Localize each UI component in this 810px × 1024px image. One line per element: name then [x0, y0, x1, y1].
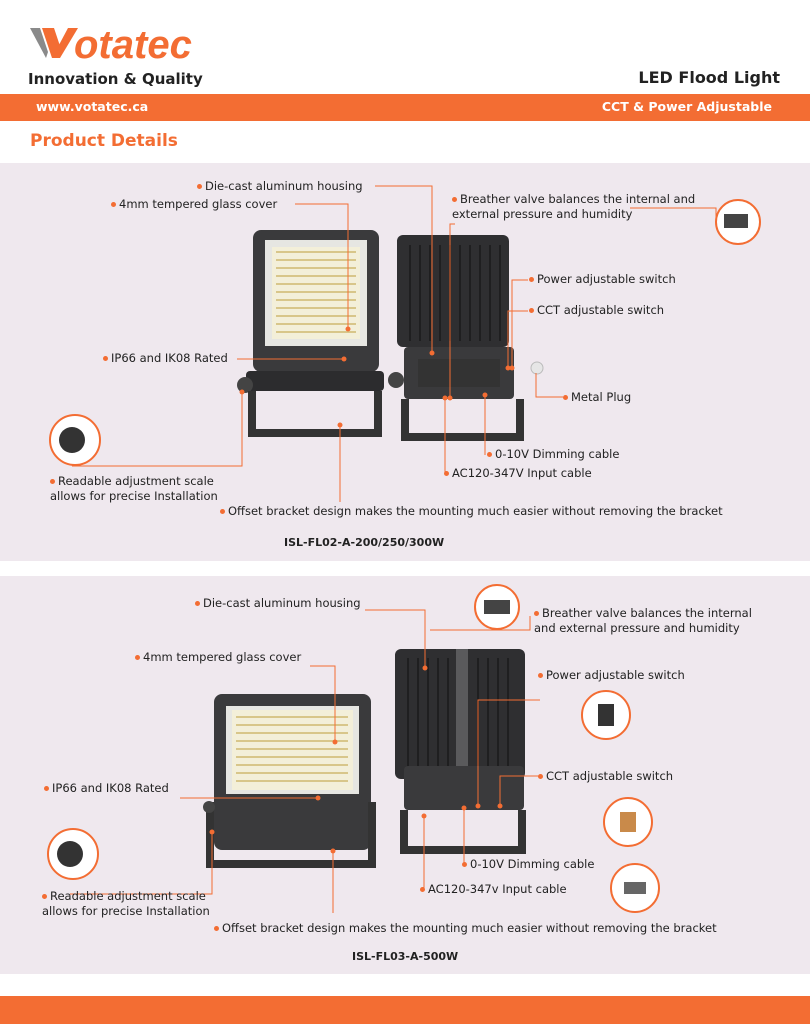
label-ip-rating: IP66 and IK08 Rated — [44, 781, 169, 796]
breather-valve-closeup — [715, 199, 761, 245]
label-offset-bracket: Offset bracket design makes the mounting… — [214, 921, 717, 936]
label-power-switch: Power adjustable switch — [538, 668, 685, 683]
label-offset-bracket: Offset bracket design makes the mounting… — [220, 504, 723, 519]
breather-valve-closeup — [474, 584, 520, 630]
label-metal-plug: Metal Plug — [563, 390, 631, 405]
model-number-1: ISL-FL02-A-200/250/300W — [284, 536, 445, 549]
label-input-cable: AC120-347V Input cable — [444, 466, 592, 481]
label-breather-valve: Breather valve balances the internal and… — [534, 606, 752, 635]
back-floodlight-image — [388, 235, 544, 441]
product-panel-2: Die-cast aluminum housing Breather valve… — [0, 576, 810, 974]
label-input-cable: AC120-347v Input cable — [420, 882, 567, 897]
label-cct-switch: CCT adjustable switch — [529, 303, 664, 318]
product-panel-1: Die-cast aluminum housing 4mm tempered g… — [0, 163, 810, 561]
website-link[interactable]: www.votatec.ca — [36, 99, 149, 114]
label-dimming-cable: 0-10V Dimming cable — [487, 447, 619, 462]
svg-text:otatec: otatec — [74, 23, 192, 64]
product1-illustration — [49, 185, 761, 502]
label-ip-rating: IP66 and IK08 Rated — [103, 351, 228, 366]
input-cable-closeup — [610, 863, 660, 913]
power-switch-closeup — [581, 690, 631, 740]
label-housing: Die-cast aluminum housing — [197, 179, 363, 194]
product2-illustration — [47, 584, 660, 913]
back-floodlight-image — [395, 649, 526, 854]
header-subtitle: CCT & Power Adjustable — [601, 99, 772, 114]
label-glass-cover: 4mm tempered glass cover — [111, 197, 277, 212]
cct-switch-closeup — [603, 797, 653, 847]
footer-bar — [0, 996, 810, 1024]
label-adjustment-scale: Readable adjustment scale allows for pre… — [42, 889, 210, 918]
votatec-logo: otatec — [30, 23, 192, 64]
label-breather-valve: Breather valve balances the internal and… — [452, 192, 696, 221]
brand-tagline: Innovation & Quality — [28, 70, 203, 88]
label-housing: Die-cast aluminum housing — [195, 596, 361, 611]
header-bar: www.votatec.ca CCT & Power Adjustable — [0, 94, 810, 121]
label-glass-cover: 4mm tempered glass cover — [135, 650, 301, 665]
model-number-2: ISL-FL03-A-500W — [352, 950, 459, 963]
label-dimming-cable: 0-10V Dimming cable — [462, 857, 594, 872]
adjustment-scale-closeup — [49, 414, 101, 466]
label-power-switch: Power adjustable switch — [529, 272, 676, 287]
label-adjustment-scale: Readable adjustment scale allows for pre… — [50, 474, 218, 503]
front-floodlight-image — [237, 230, 384, 437]
section-title: Product Details — [30, 131, 178, 151]
document-title: LED Flood Light — [638, 68, 780, 87]
label-cct-switch: CCT adjustable switch — [538, 769, 673, 784]
adjustment-scale-closeup — [47, 828, 99, 880]
front-floodlight-image — [203, 694, 376, 868]
